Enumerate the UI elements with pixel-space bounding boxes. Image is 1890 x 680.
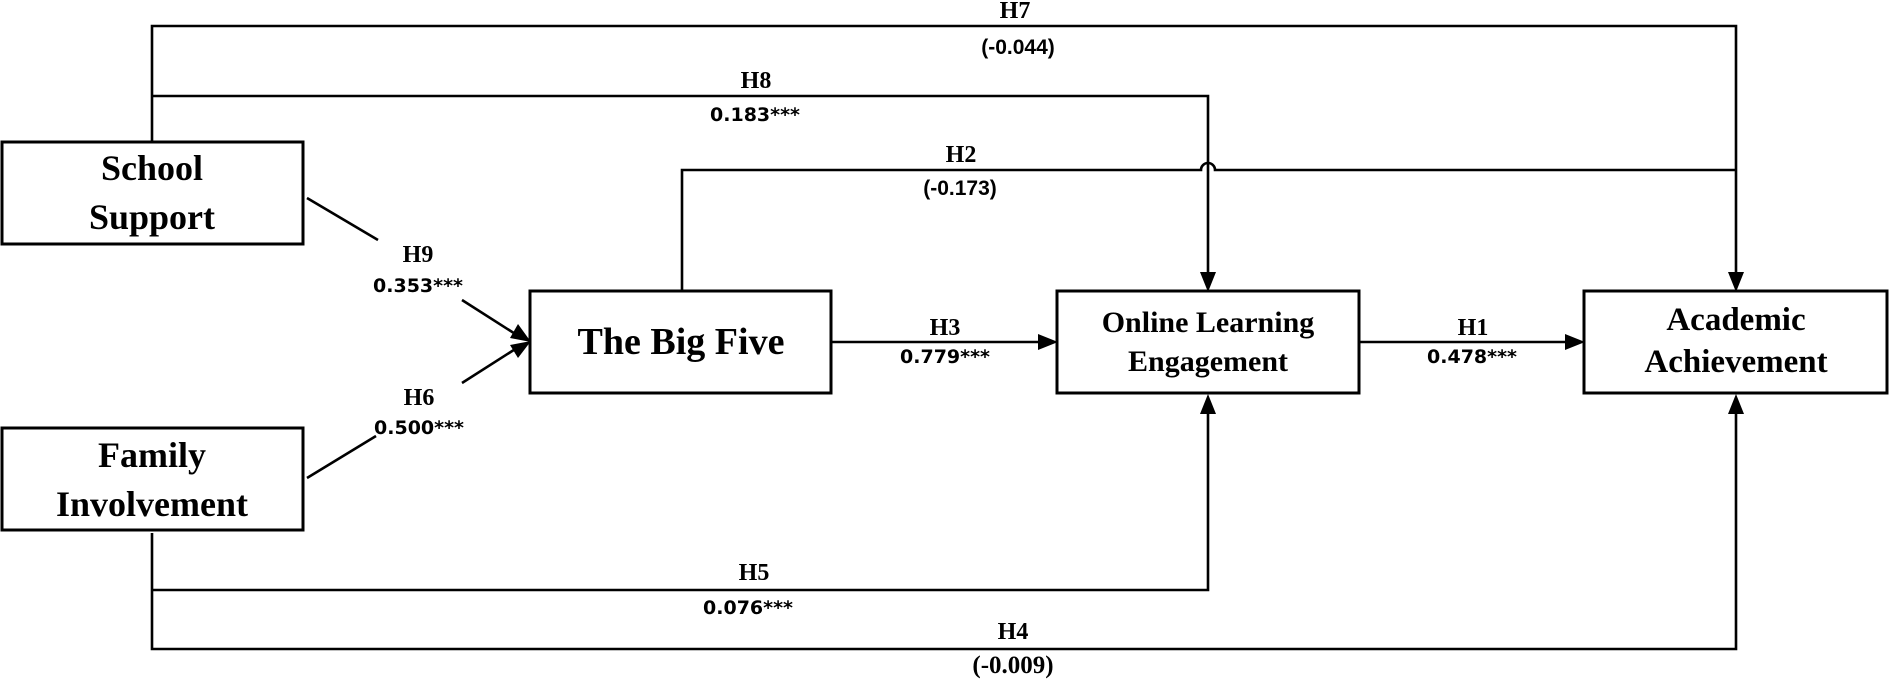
path-h3-coef: 0.779*** [900,346,990,368]
path-h7-id: H7 [1000,0,1031,24]
path-h4-coef: (-0.009) [972,652,1053,679]
path-h6-id: H6 [404,385,435,411]
path-h8-id: H8 [741,68,772,94]
path-h5-id: H5 [739,560,770,586]
path-h4-line [150,410,1738,651]
arrowhead-h9 [510,324,531,342]
arrowhead-h7 [1728,272,1744,292]
node-family-involvement-line2: Involvement [56,484,248,524]
node-school-support-line2: Support [89,197,215,237]
path-h7-line [150,24,1738,276]
path-labels: H7 (-0.044) H8 0.183*** H2 (-0.173) H9 0… [373,0,1517,679]
node-family-involvement-line1: Family [98,435,206,475]
path-h9-line [306,196,521,339]
arrowhead-h3 [1038,334,1058,350]
arrowhead-h5 [1200,394,1216,414]
arrowhead-h8 [1200,272,1216,292]
path-h6-coef: 0.500*** [374,417,464,439]
path-h1-id: H1 [1458,315,1489,341]
path-h3-id: H3 [930,315,961,341]
path-h8-line [152,94,1210,276]
path-h5-coef: 0.076*** [703,597,793,619]
path-h8-coef: 0.183*** [710,104,800,126]
node-academic-achievement-line1: Academic [1666,302,1805,338]
arrowheads [510,272,1744,414]
node-academic-achievement-line2: Achievement [1644,344,1827,380]
node-online-learning-engagement-line1: Online Learning [1102,306,1315,339]
node-school-support: School Support [0,140,305,246]
node-online-learning-engagement-line2: Engagement [1128,345,1288,378]
arrowhead-h6 [510,341,531,358]
path-h6-line [306,344,521,480]
path-h1-coef: 0.478*** [1427,346,1517,368]
node-big-five: The Big Five [528,289,833,395]
arrowhead-h4 [1728,394,1744,414]
path-h2-coef: (-0.173) [923,177,997,200]
path-h9-coef: 0.353*** [373,275,463,297]
node-big-five-label: The Big Five [578,321,785,363]
path-h2-id: H2 [946,142,977,168]
arrowhead-h1 [1565,334,1585,350]
node-academic-achievement: Academic Achievement [1582,289,1889,395]
path-h5-line [152,410,1210,592]
node-family-involvement: Family Involvement [0,426,305,532]
path-h7-coef: (-0.044) [981,36,1055,59]
path-h2-line [680,161,1736,290]
connectors [150,24,1738,651]
node-school-support-line1: School [101,148,203,188]
path-h4-id: H4 [998,619,1029,645]
node-online-learning-engagement: Online Learning Engagement [1055,289,1361,395]
path-h9-id: H9 [403,242,434,268]
